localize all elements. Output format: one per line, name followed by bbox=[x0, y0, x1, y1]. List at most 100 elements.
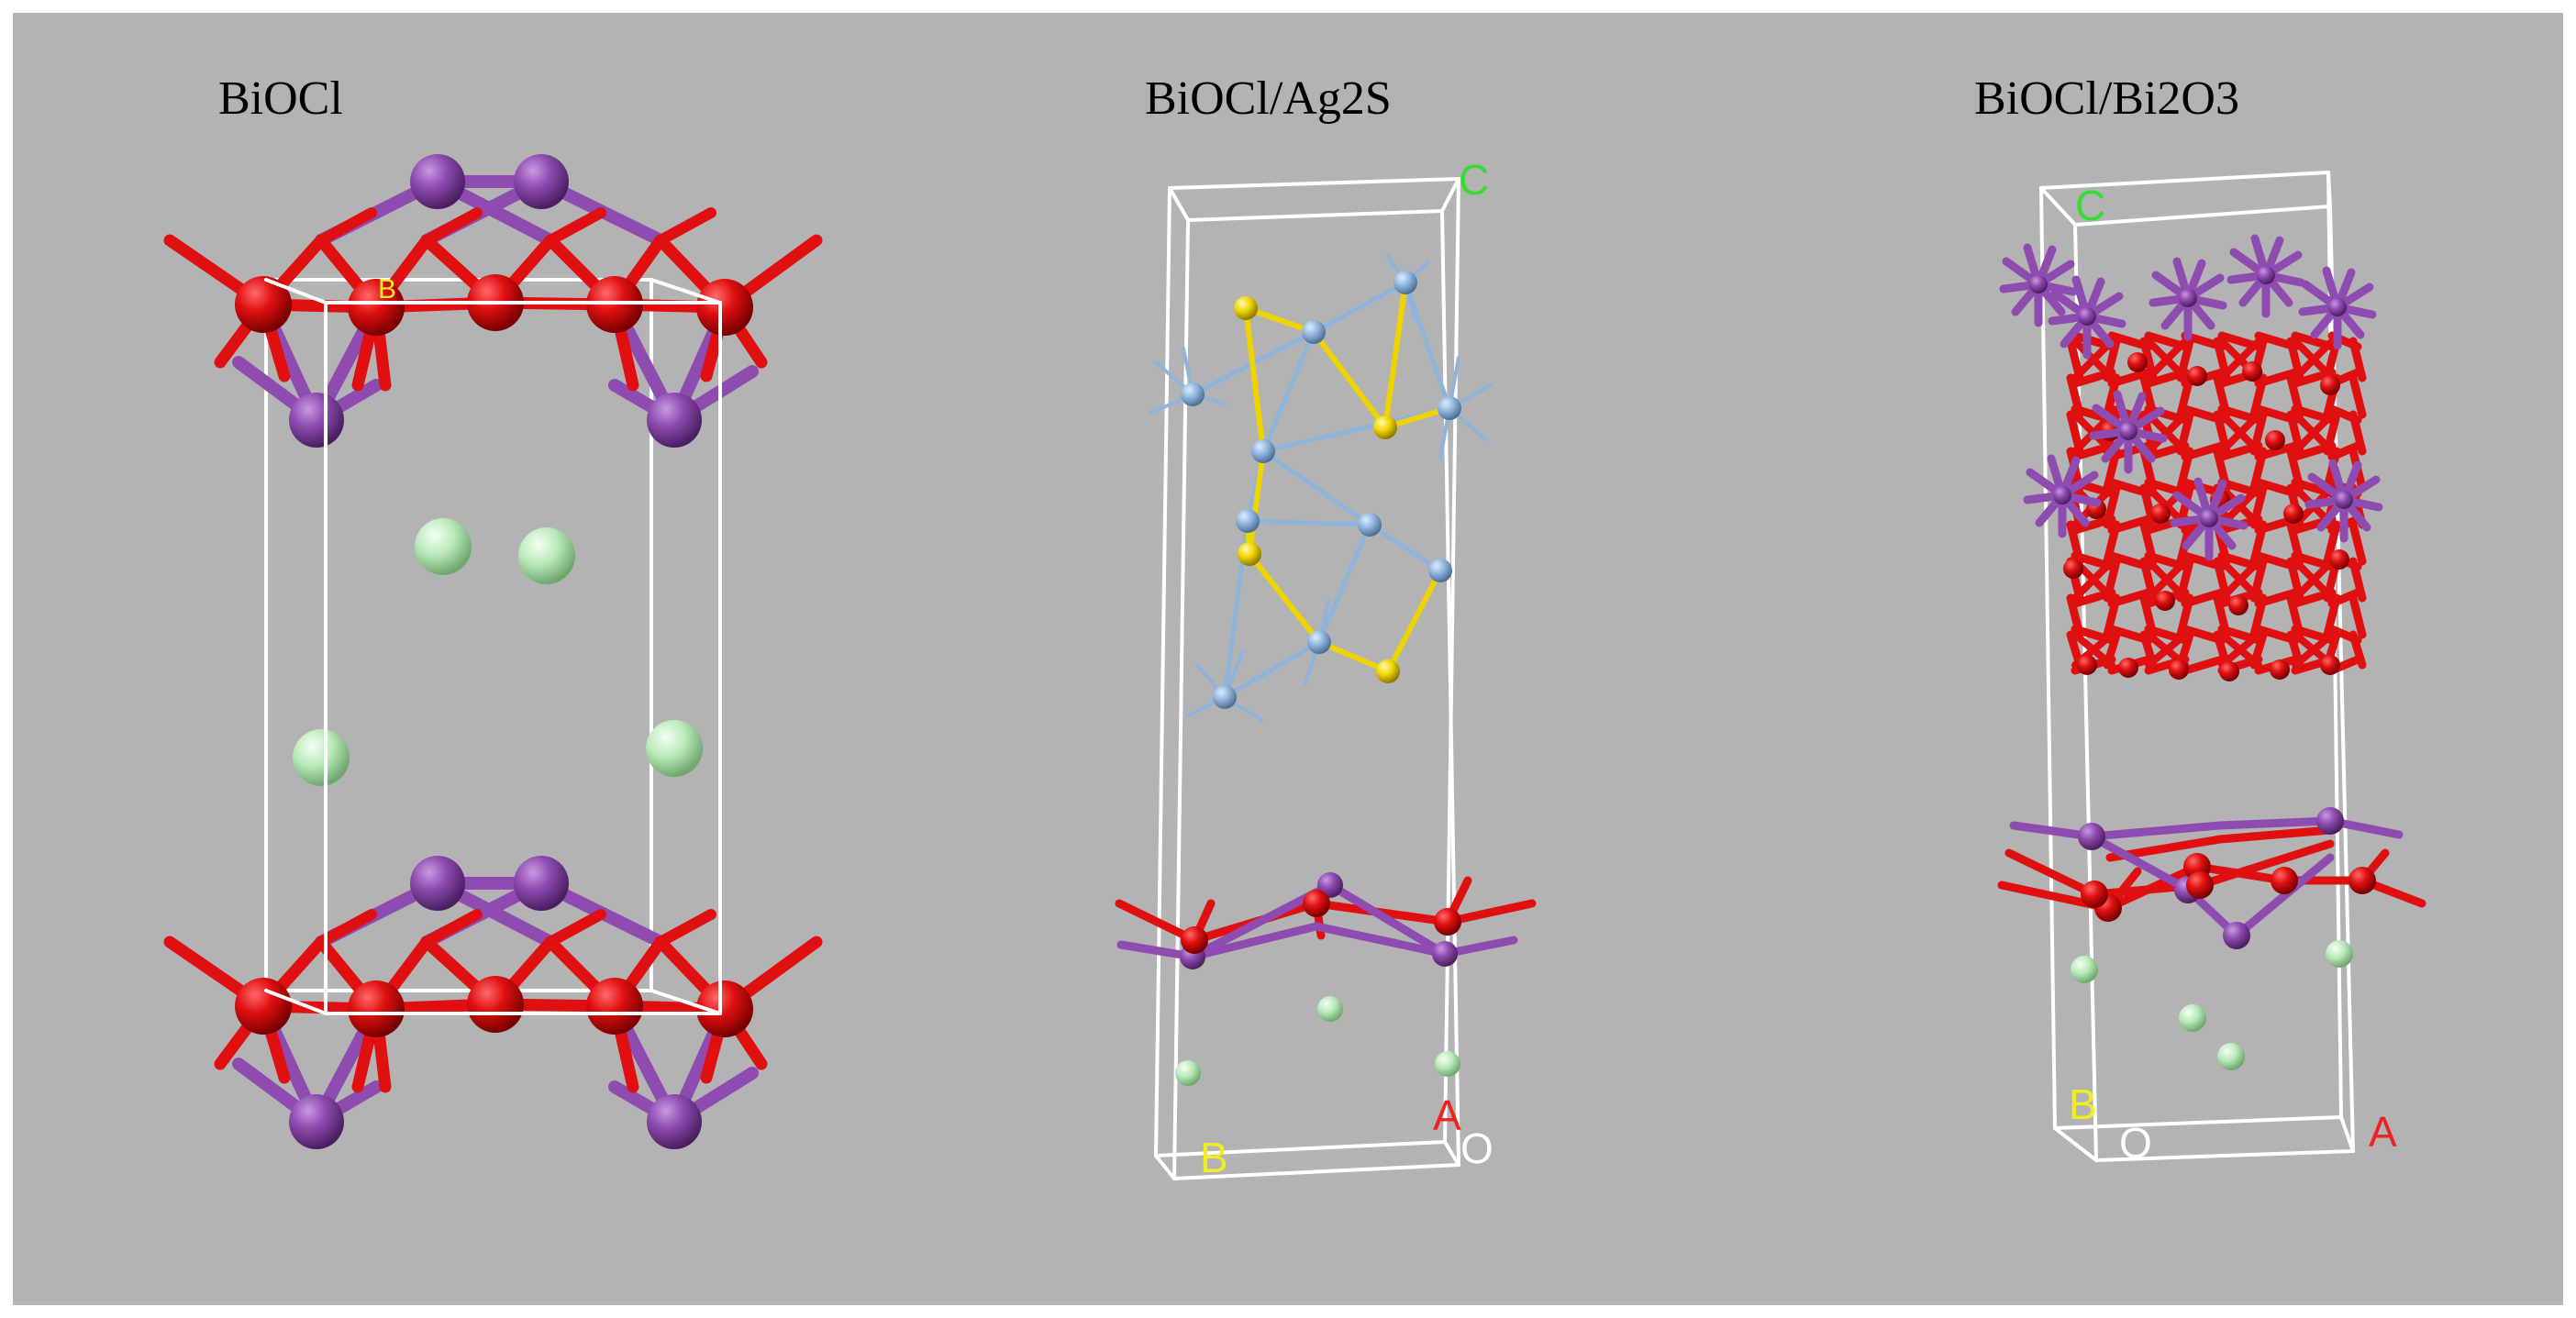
o-atom bbox=[2348, 867, 2376, 894]
bi-bond bbox=[2215, 816, 2335, 830]
o-bond bbox=[2103, 520, 2121, 566]
o-bond bbox=[1443, 899, 1537, 926]
s-bond bbox=[1385, 568, 1443, 674]
o-bond bbox=[2176, 593, 2194, 639]
o-bond bbox=[2292, 338, 2336, 382]
unit-cell-edge bbox=[1168, 186, 1190, 222]
cl-atom bbox=[1175, 1060, 1201, 1086]
o-bond bbox=[2286, 447, 2304, 493]
axis-label-o-panel3: O bbox=[2119, 1119, 2152, 1167]
s-bond bbox=[1316, 639, 1391, 674]
axis-label-b-panel2: B bbox=[1200, 1134, 1228, 1181]
unit-cell-edge bbox=[2339, 1115, 2355, 1153]
unit-cell-edge bbox=[2053, 1115, 2343, 1130]
o-atom bbox=[348, 279, 405, 336]
axis-label-o-panel2: O bbox=[1460, 1124, 1493, 1172]
o-atom bbox=[2283, 504, 2304, 524]
o-bond bbox=[2004, 848, 2099, 899]
cl-atom bbox=[1317, 996, 1343, 1022]
unit-cell-edge bbox=[1440, 209, 1460, 1167]
bi-atom bbox=[2335, 491, 2353, 509]
bi-atom bbox=[410, 154, 465, 209]
s-bond bbox=[1243, 305, 1266, 454]
o-atom bbox=[2219, 661, 2239, 681]
unit-cell-edge bbox=[650, 278, 722, 305]
axis-label-c-panel2: C bbox=[1459, 156, 1489, 204]
o-bond bbox=[2292, 411, 2336, 455]
s-bond bbox=[1243, 305, 1316, 335]
cl-atom bbox=[293, 729, 350, 786]
o-bond bbox=[2213, 593, 2231, 639]
unit-cell-edge bbox=[2094, 1149, 2355, 1162]
o-bond bbox=[2145, 338, 2189, 382]
panel-title-bioc-bi2o3: BiOCl/Bi2O3 bbox=[1974, 72, 2239, 125]
o-atom bbox=[2081, 881, 2108, 908]
ag-atom bbox=[1251, 439, 1275, 463]
bi-atom bbox=[2078, 307, 2096, 326]
o-bond bbox=[2323, 593, 2341, 639]
o-atom bbox=[2271, 867, 2298, 894]
o-bond bbox=[2292, 631, 2336, 669]
unit-cell-edge bbox=[1172, 218, 1190, 1180]
o-atom bbox=[2270, 659, 2290, 680]
o-bond bbox=[316, 207, 377, 246]
unit-cell-edge bbox=[2039, 186, 2057, 1130]
o-bond bbox=[2249, 520, 2268, 566]
o-bond bbox=[2348, 593, 2367, 639]
o-bond bbox=[2145, 558, 2189, 602]
unit-cell-edge bbox=[1154, 1154, 1176, 1180]
o-bond bbox=[545, 909, 606, 947]
o-atom bbox=[1303, 890, 1330, 917]
bi-atom bbox=[289, 393, 344, 448]
o-atom bbox=[2077, 655, 2097, 675]
bi-bond bbox=[1312, 922, 1449, 958]
bi-atom bbox=[410, 856, 465, 911]
cl-atom bbox=[646, 720, 703, 777]
bi-atom bbox=[647, 1094, 702, 1149]
o-bond bbox=[2286, 593, 2304, 639]
o-atom bbox=[2265, 430, 2285, 450]
o-bond bbox=[2176, 373, 2194, 419]
o-bond bbox=[2145, 411, 2189, 455]
o-bond bbox=[2139, 520, 2158, 566]
o-atom bbox=[2242, 361, 2262, 382]
bi-atom bbox=[2328, 298, 2347, 316]
cl-atom bbox=[1435, 1051, 1460, 1077]
bi-atom bbox=[2200, 509, 2218, 527]
o-bond bbox=[421, 909, 483, 947]
o-bond bbox=[2139, 593, 2158, 639]
o-atom bbox=[2329, 549, 2349, 570]
o-bond bbox=[2071, 558, 2115, 602]
o-atom bbox=[696, 980, 753, 1037]
bi-atom bbox=[2257, 266, 2275, 284]
o-bond bbox=[2348, 373, 2367, 419]
ag-bond bbox=[1316, 522, 1372, 645]
o-bond bbox=[2292, 558, 2336, 602]
unit-cell-edge bbox=[1154, 186, 1171, 1157]
s-atom bbox=[1373, 415, 1397, 439]
o-bond bbox=[2348, 520, 2367, 566]
o-atom bbox=[2150, 504, 2171, 524]
o-bond bbox=[2066, 373, 2084, 419]
o-atom bbox=[2127, 352, 2148, 372]
o-atom bbox=[2320, 655, 2340, 675]
bi-atom bbox=[2078, 823, 2105, 850]
ag-bond bbox=[1260, 329, 1316, 454]
bi-atom bbox=[2179, 289, 2197, 307]
o-bond bbox=[2218, 411, 2262, 455]
o-atom bbox=[2228, 595, 2248, 615]
o-atom bbox=[2187, 366, 2207, 386]
s-atom bbox=[1376, 659, 1400, 683]
bi-atom bbox=[647, 393, 702, 448]
bi-atom bbox=[2119, 422, 2137, 440]
ag-bond bbox=[1245, 518, 1372, 527]
panel-title-bioc: BiOCl bbox=[218, 72, 343, 125]
bi-atom bbox=[2053, 486, 2071, 504]
o-bond bbox=[2071, 338, 2115, 382]
cl-atom bbox=[415, 518, 472, 575]
o-bond bbox=[655, 207, 716, 246]
s-bond bbox=[1247, 551, 1322, 645]
o-bond bbox=[2249, 373, 2268, 419]
ag-atom bbox=[1428, 559, 1452, 582]
bi-atom bbox=[2223, 922, 2250, 949]
